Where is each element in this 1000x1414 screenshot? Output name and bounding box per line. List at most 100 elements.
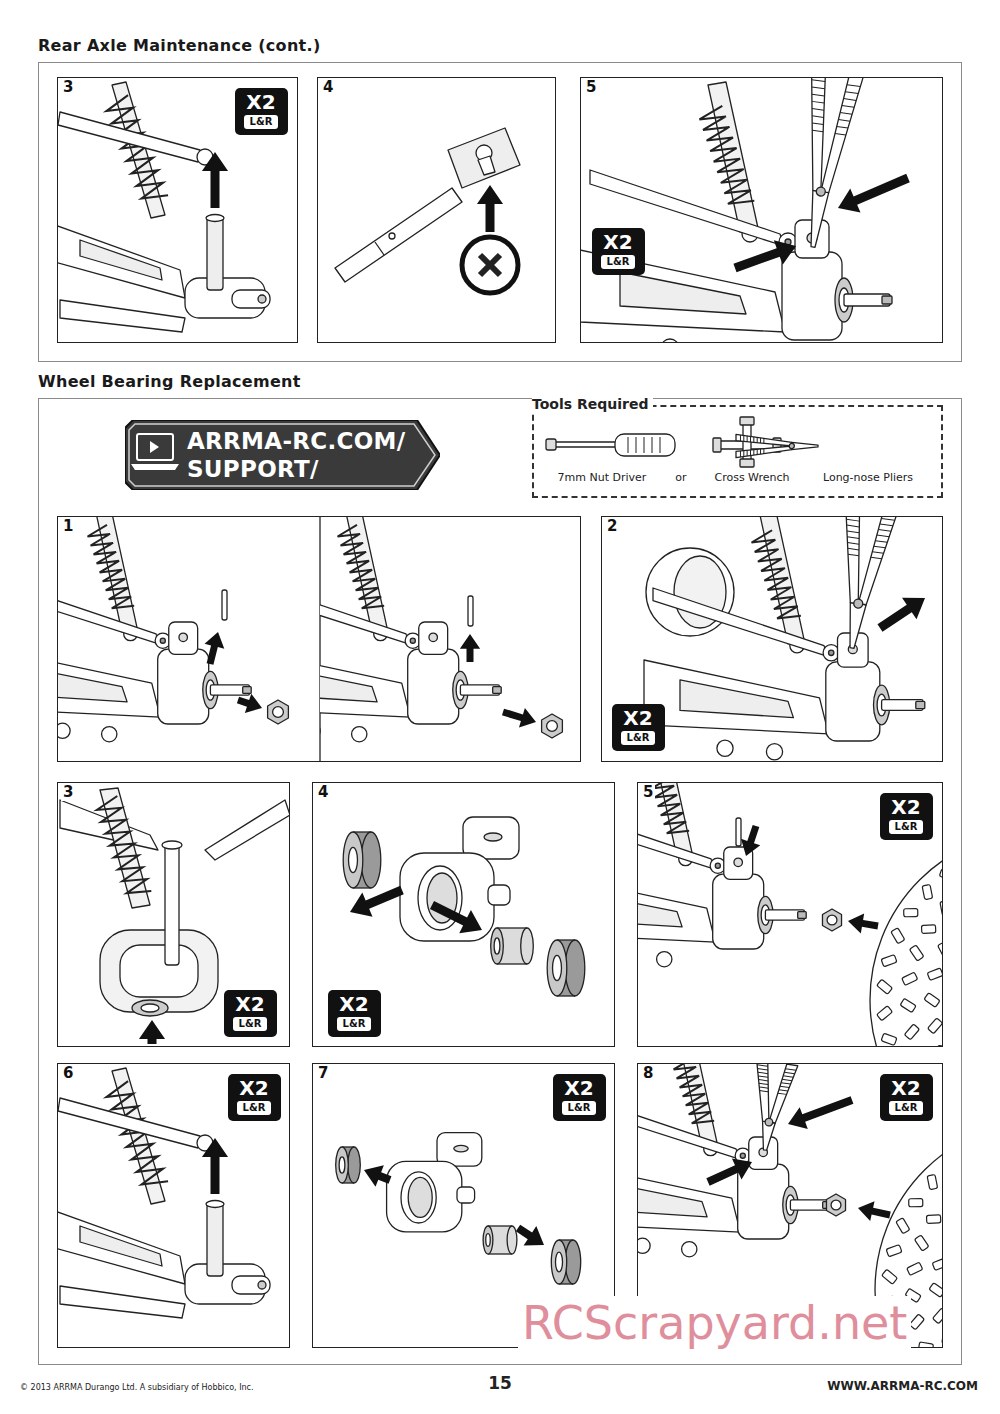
step-number: 4 <box>316 784 330 801</box>
tread-lug <box>921 925 935 934</box>
suspension-corner <box>57 516 251 742</box>
axle-flat <box>882 296 892 304</box>
grip-hatch <box>757 1069 767 1070</box>
grip-hatch <box>753 450 754 455</box>
rod-end-bolt <box>160 638 165 643</box>
tread-lug <box>900 998 916 1012</box>
direction-arrow <box>205 632 225 665</box>
tools-box: Tools Required <box>532 405 943 498</box>
arm-recess <box>57 666 127 702</box>
nut-bore <box>547 721 558 732</box>
grip-hatch <box>785 1069 796 1071</box>
hinge-knob <box>320 723 321 738</box>
suspension-corner <box>637 782 806 967</box>
tab-hole <box>454 1145 468 1151</box>
shock-body <box>100 788 150 908</box>
hinge-pin <box>207 218 223 290</box>
direction-arrow <box>733 240 796 272</box>
suspension-corner <box>637 1063 831 1257</box>
grip-hatch <box>750 436 751 442</box>
suspension-corner-clip <box>320 516 501 742</box>
coil-spring <box>88 525 135 608</box>
rod-end-bolt <box>740 1153 745 1158</box>
grip-hatch <box>847 525 860 527</box>
bearing-back <box>521 928 534 964</box>
coil-spring <box>699 106 754 204</box>
direction-arrow <box>237 694 262 713</box>
bearing-bore <box>494 938 500 954</box>
upper-link <box>58 112 200 162</box>
screwdriver-handle <box>615 434 675 456</box>
side-mark: L&R <box>562 1101 597 1115</box>
knuckle <box>100 930 218 1012</box>
bearing-bore <box>349 847 358 872</box>
step-panel: 1 <box>57 516 581 762</box>
wrench-socket <box>713 438 721 452</box>
pin-head <box>206 1201 224 1208</box>
plier-handle <box>769 1063 798 1125</box>
ball-bearing <box>547 940 585 996</box>
support-banner: ARRMA-RC.COM/ SUPPORT/ <box>125 420 440 490</box>
section-heading: Rear Axle Maintenance (cont.) <box>38 36 321 56</box>
hub-carrier <box>408 649 459 724</box>
quantity-mark: X2 <box>623 707 652 729</box>
grip-hatch <box>848 548 859 550</box>
step-panel: X2L&R5 <box>580 77 943 343</box>
tread-lug <box>907 1262 923 1275</box>
hinge-knob <box>657 952 672 967</box>
tread-lug <box>933 1308 943 1324</box>
long-nose-pliers <box>744 1063 797 1153</box>
quantity-mark: X2 <box>891 796 920 818</box>
grip-hatch <box>846 519 859 521</box>
step-panel: X2L&R6 <box>57 1063 290 1348</box>
bearing-face <box>551 1240 566 1284</box>
laptop-screen <box>137 434 173 460</box>
hinge-knob <box>682 1242 697 1257</box>
lower-arm <box>644 660 829 734</box>
step-number: 3 <box>61 79 75 96</box>
pliers-clip <box>744 1063 797 1153</box>
bearing-edge <box>488 1253 512 1254</box>
grip-hatch <box>758 1072 768 1073</box>
tread-lug <box>932 1258 943 1271</box>
step-number: 5 <box>641 784 655 801</box>
grip-hatch <box>880 524 893 526</box>
grip-hatch <box>842 106 854 108</box>
bearing-bore <box>339 1157 345 1173</box>
pliers-clip <box>787 77 863 251</box>
grip-hatch <box>782 1079 792 1080</box>
hex-nut <box>542 714 563 738</box>
direction-arrow <box>878 598 925 632</box>
grip-hatch <box>750 450 751 456</box>
hinge-pin <box>207 1204 223 1276</box>
bearing-back <box>361 832 381 888</box>
tread-lug <box>926 1215 940 1224</box>
bearing-edge <box>497 963 527 964</box>
grip-hatch <box>840 113 852 115</box>
handle-grip <box>628 437 629 453</box>
bearing-edge <box>488 1225 512 1226</box>
step-panel: X2L&R2 <box>601 516 943 762</box>
knuckle-arm <box>232 1276 270 1294</box>
handle-grip <box>636 437 637 453</box>
grip-hatch <box>877 535 889 537</box>
both-sides-badge: X2L&R <box>880 1074 933 1121</box>
plier-handle <box>736 446 792 458</box>
grip-hatch <box>812 109 824 111</box>
carrier-lug <box>488 885 510 905</box>
tire <box>870 830 943 1047</box>
hinge-pin-clip <box>468 596 473 626</box>
both-sides-badge: X2L&R <box>612 704 665 751</box>
direction-arrow <box>502 708 536 727</box>
side-mark: L&R <box>337 1017 372 1031</box>
banner-inner-edge <box>129 424 435 486</box>
grip-hatch <box>783 1076 793 1077</box>
handle-grip <box>652 437 653 453</box>
grip-hatch <box>779 1090 788 1091</box>
hub-carrier <box>400 817 519 941</box>
tool-shaft <box>335 188 462 282</box>
grip-hatch <box>759 1087 768 1088</box>
grip-hatch <box>812 101 824 103</box>
step-number: 4 <box>321 79 335 96</box>
bearing-face <box>547 940 567 996</box>
